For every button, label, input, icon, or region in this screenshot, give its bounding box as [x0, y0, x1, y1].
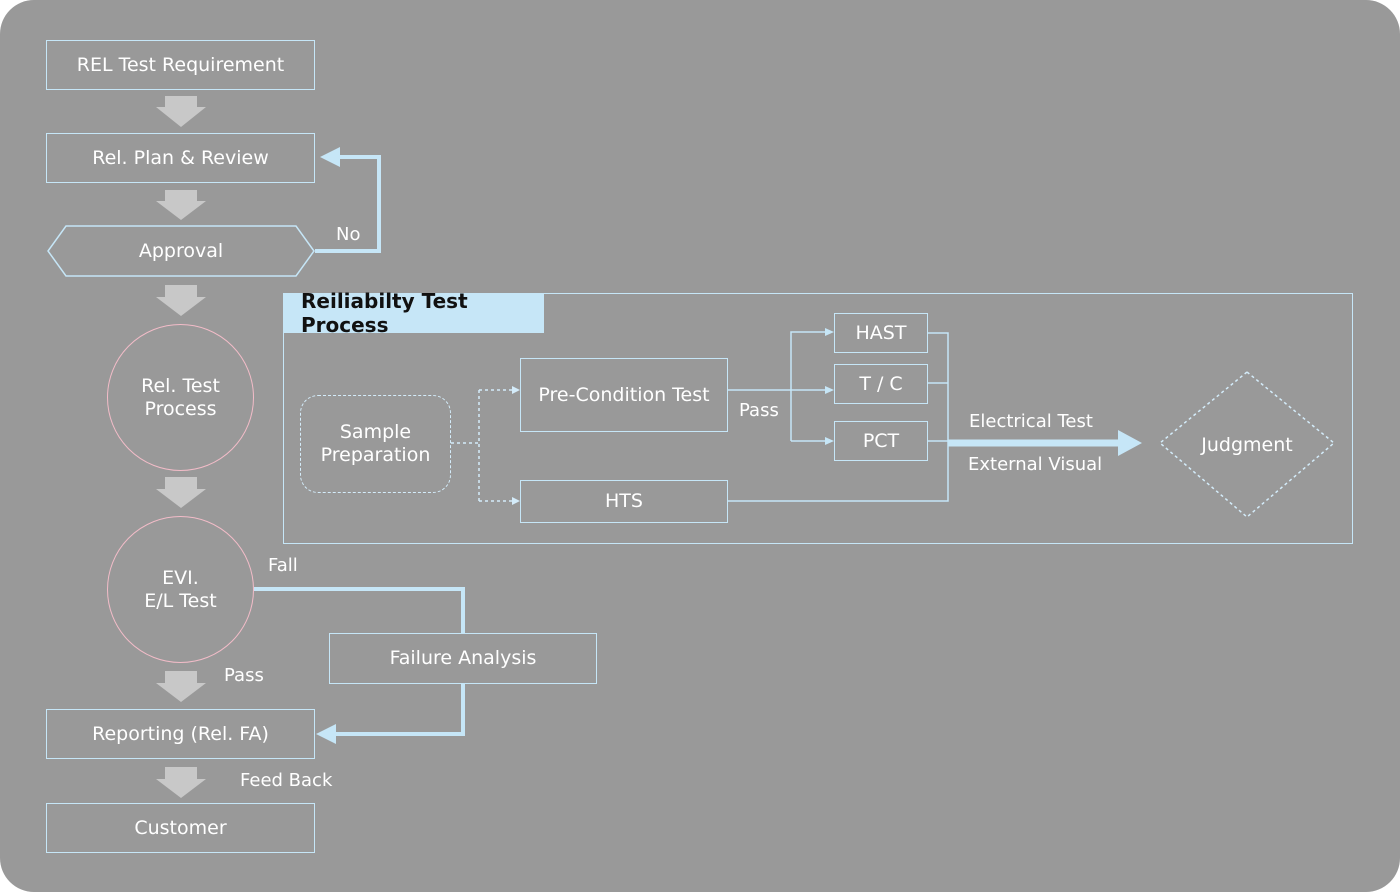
requirement-label: REL Test Requirement [76, 53, 285, 76]
down-arrow-6 [156, 767, 206, 798]
pass-label: Pass [224, 665, 264, 686]
hast-label: HAST [855, 321, 907, 344]
feedback-label: Feed Back [240, 770, 333, 791]
pre-condition-box: Pre-Condition Test [520, 358, 728, 432]
fa-return-arrowhead [316, 724, 336, 744]
pct-label: PCT [862, 429, 900, 452]
no-loop-arrowhead [320, 147, 340, 167]
fall-label: Fall [268, 555, 298, 576]
failure-analysis-box: Failure Analysis [329, 633, 597, 684]
approval-hexagon [47, 225, 315, 277]
hts-box: HTS [520, 480, 728, 523]
evi-test-circle: EVI. E/L Test [107, 516, 254, 663]
approval-label-wrap: Approval [48, 226, 314, 276]
down-arrow-3 [156, 285, 206, 316]
judgment-arrowhead [1118, 430, 1142, 456]
down-arrow-5 [156, 671, 206, 702]
fall-line [254, 587, 465, 634]
tc-label: T / C [859, 372, 903, 395]
pct-box: PCT [834, 421, 928, 461]
external-visual-label: External Visual [968, 454, 1103, 475]
sample-preparation-box: Sample Preparation [300, 395, 451, 493]
no-loop-line [315, 155, 381, 253]
failure-analysis-label: Failure Analysis [389, 647, 537, 669]
tc-box: T / C [834, 364, 928, 404]
customer-label: Customer [134, 816, 227, 839]
down-arrow-2 [156, 190, 206, 220]
customer-box: Customer [46, 803, 315, 853]
no-label: No [336, 224, 361, 245]
rel-test-process-circle: Rel. Test Process [107, 324, 254, 471]
process-frame [283, 293, 1353, 544]
process-pass-label: Pass [739, 400, 779, 421]
evi-test-label: EVI. E/L Test [144, 566, 217, 612]
fa-return-line [334, 683, 465, 736]
judgment-diamond [1158, 371, 1336, 518]
down-arrow-4 [156, 477, 206, 508]
plan-review-box: Rel. Plan & Review [46, 133, 315, 183]
electrical-test-label: Electrical Test [969, 411, 1093, 432]
process-title: Reiliabilty Test Process [283, 289, 544, 337]
approval-label: Approval [138, 240, 224, 262]
sample-preparation-label: Sample Preparation [320, 421, 431, 466]
hast-box: HAST [834, 313, 928, 353]
down-arrow-1 [156, 96, 206, 127]
reporting-label: Reporting (Rel. FA) [92, 722, 269, 745]
hts-label: HTS [605, 490, 643, 512]
reporting-box: Reporting (Rel. FA) [46, 709, 315, 759]
rel-test-process-label: Rel. Test Process [141, 374, 220, 420]
requirement-box: REL Test Requirement [46, 40, 315, 90]
judgment-label-wrap: Judgment [1160, 372, 1334, 517]
plan-review-label: Rel. Plan & Review [92, 146, 269, 169]
judgment-label: Judgment [1201, 433, 1293, 456]
pre-condition-label: Pre-Condition Test [538, 383, 710, 406]
